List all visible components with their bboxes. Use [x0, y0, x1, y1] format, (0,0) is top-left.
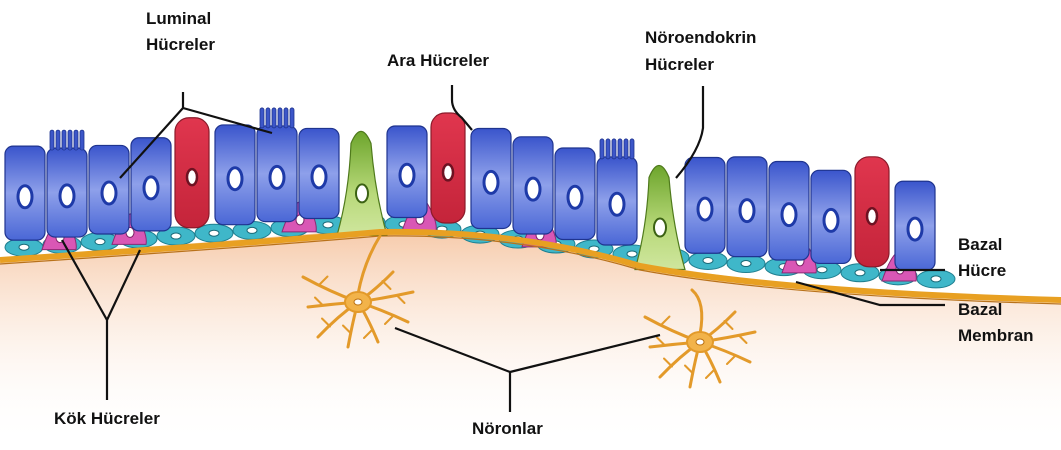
luminal-cell [131, 138, 171, 231]
luminal-cell [387, 126, 427, 218]
neuroendocrine-cell [337, 131, 387, 235]
intermediate-cell [431, 113, 465, 223]
luminal-cell [47, 130, 87, 237]
microvillus [624, 139, 628, 159]
microvillus [260, 108, 264, 128]
microvillus [606, 139, 610, 159]
soma-nucleus [354, 299, 362, 305]
neuroendocrine-cell [635, 166, 685, 270]
basal-membrane-label-line2: Membran [958, 325, 1034, 347]
intermediate-cell [855, 157, 889, 267]
microvillus [612, 139, 616, 159]
luminal-cell [769, 162, 809, 261]
microvillus [62, 130, 66, 150]
microvillus [618, 139, 622, 159]
luminal-cell [513, 137, 553, 234]
microvillus [68, 130, 72, 150]
intermediate-label: Ara Hücreler [387, 50, 489, 72]
basal-cell [917, 270, 955, 288]
microvillus [56, 130, 60, 150]
luminal-cell [257, 108, 297, 222]
luminal-cell [895, 181, 935, 270]
neuroendocrine-label-line1: Nöroendokrin [645, 27, 756, 49]
microvillus [272, 108, 276, 128]
microvillus [80, 130, 84, 150]
luminal-cell [555, 148, 595, 239]
luminal-cell [471, 129, 511, 229]
microvillus [74, 130, 78, 150]
luminal-cell [597, 139, 637, 245]
microvillus [284, 108, 288, 128]
luminal-label-line2: Hücreler [146, 34, 215, 56]
neurons-label: Nöronlar [472, 418, 543, 440]
luminal-cell [215, 125, 255, 225]
stem-cells-label: Kök Hücreler [54, 408, 160, 430]
microvillus [50, 130, 54, 150]
luminal-cell [811, 170, 851, 263]
basal-cell-label-line2: Hücre [958, 260, 1006, 282]
basal-cell [689, 251, 727, 269]
luminal-cell [685, 158, 725, 254]
soma-nucleus [696, 339, 704, 345]
basal-membrane-label-line1: Bazal [958, 299, 1002, 321]
luminal-cell [299, 128, 339, 218]
neuroendocrine-label-line2: Hücreler [645, 54, 714, 76]
basal-cell-label-line1: Bazal [958, 234, 1002, 256]
basal-cell [727, 255, 765, 273]
luminal-cell [89, 145, 129, 234]
luminal-cell [727, 157, 767, 257]
microvillus [630, 139, 634, 159]
intermediate-cell [175, 118, 209, 228]
luminal-cell [5, 146, 45, 240]
luminal-label-line1: Luminal [146, 8, 211, 30]
basal-cell [5, 238, 43, 256]
microvillus [600, 139, 604, 159]
microvillus [290, 108, 294, 128]
microvillus [278, 108, 282, 128]
microvillus [266, 108, 270, 128]
